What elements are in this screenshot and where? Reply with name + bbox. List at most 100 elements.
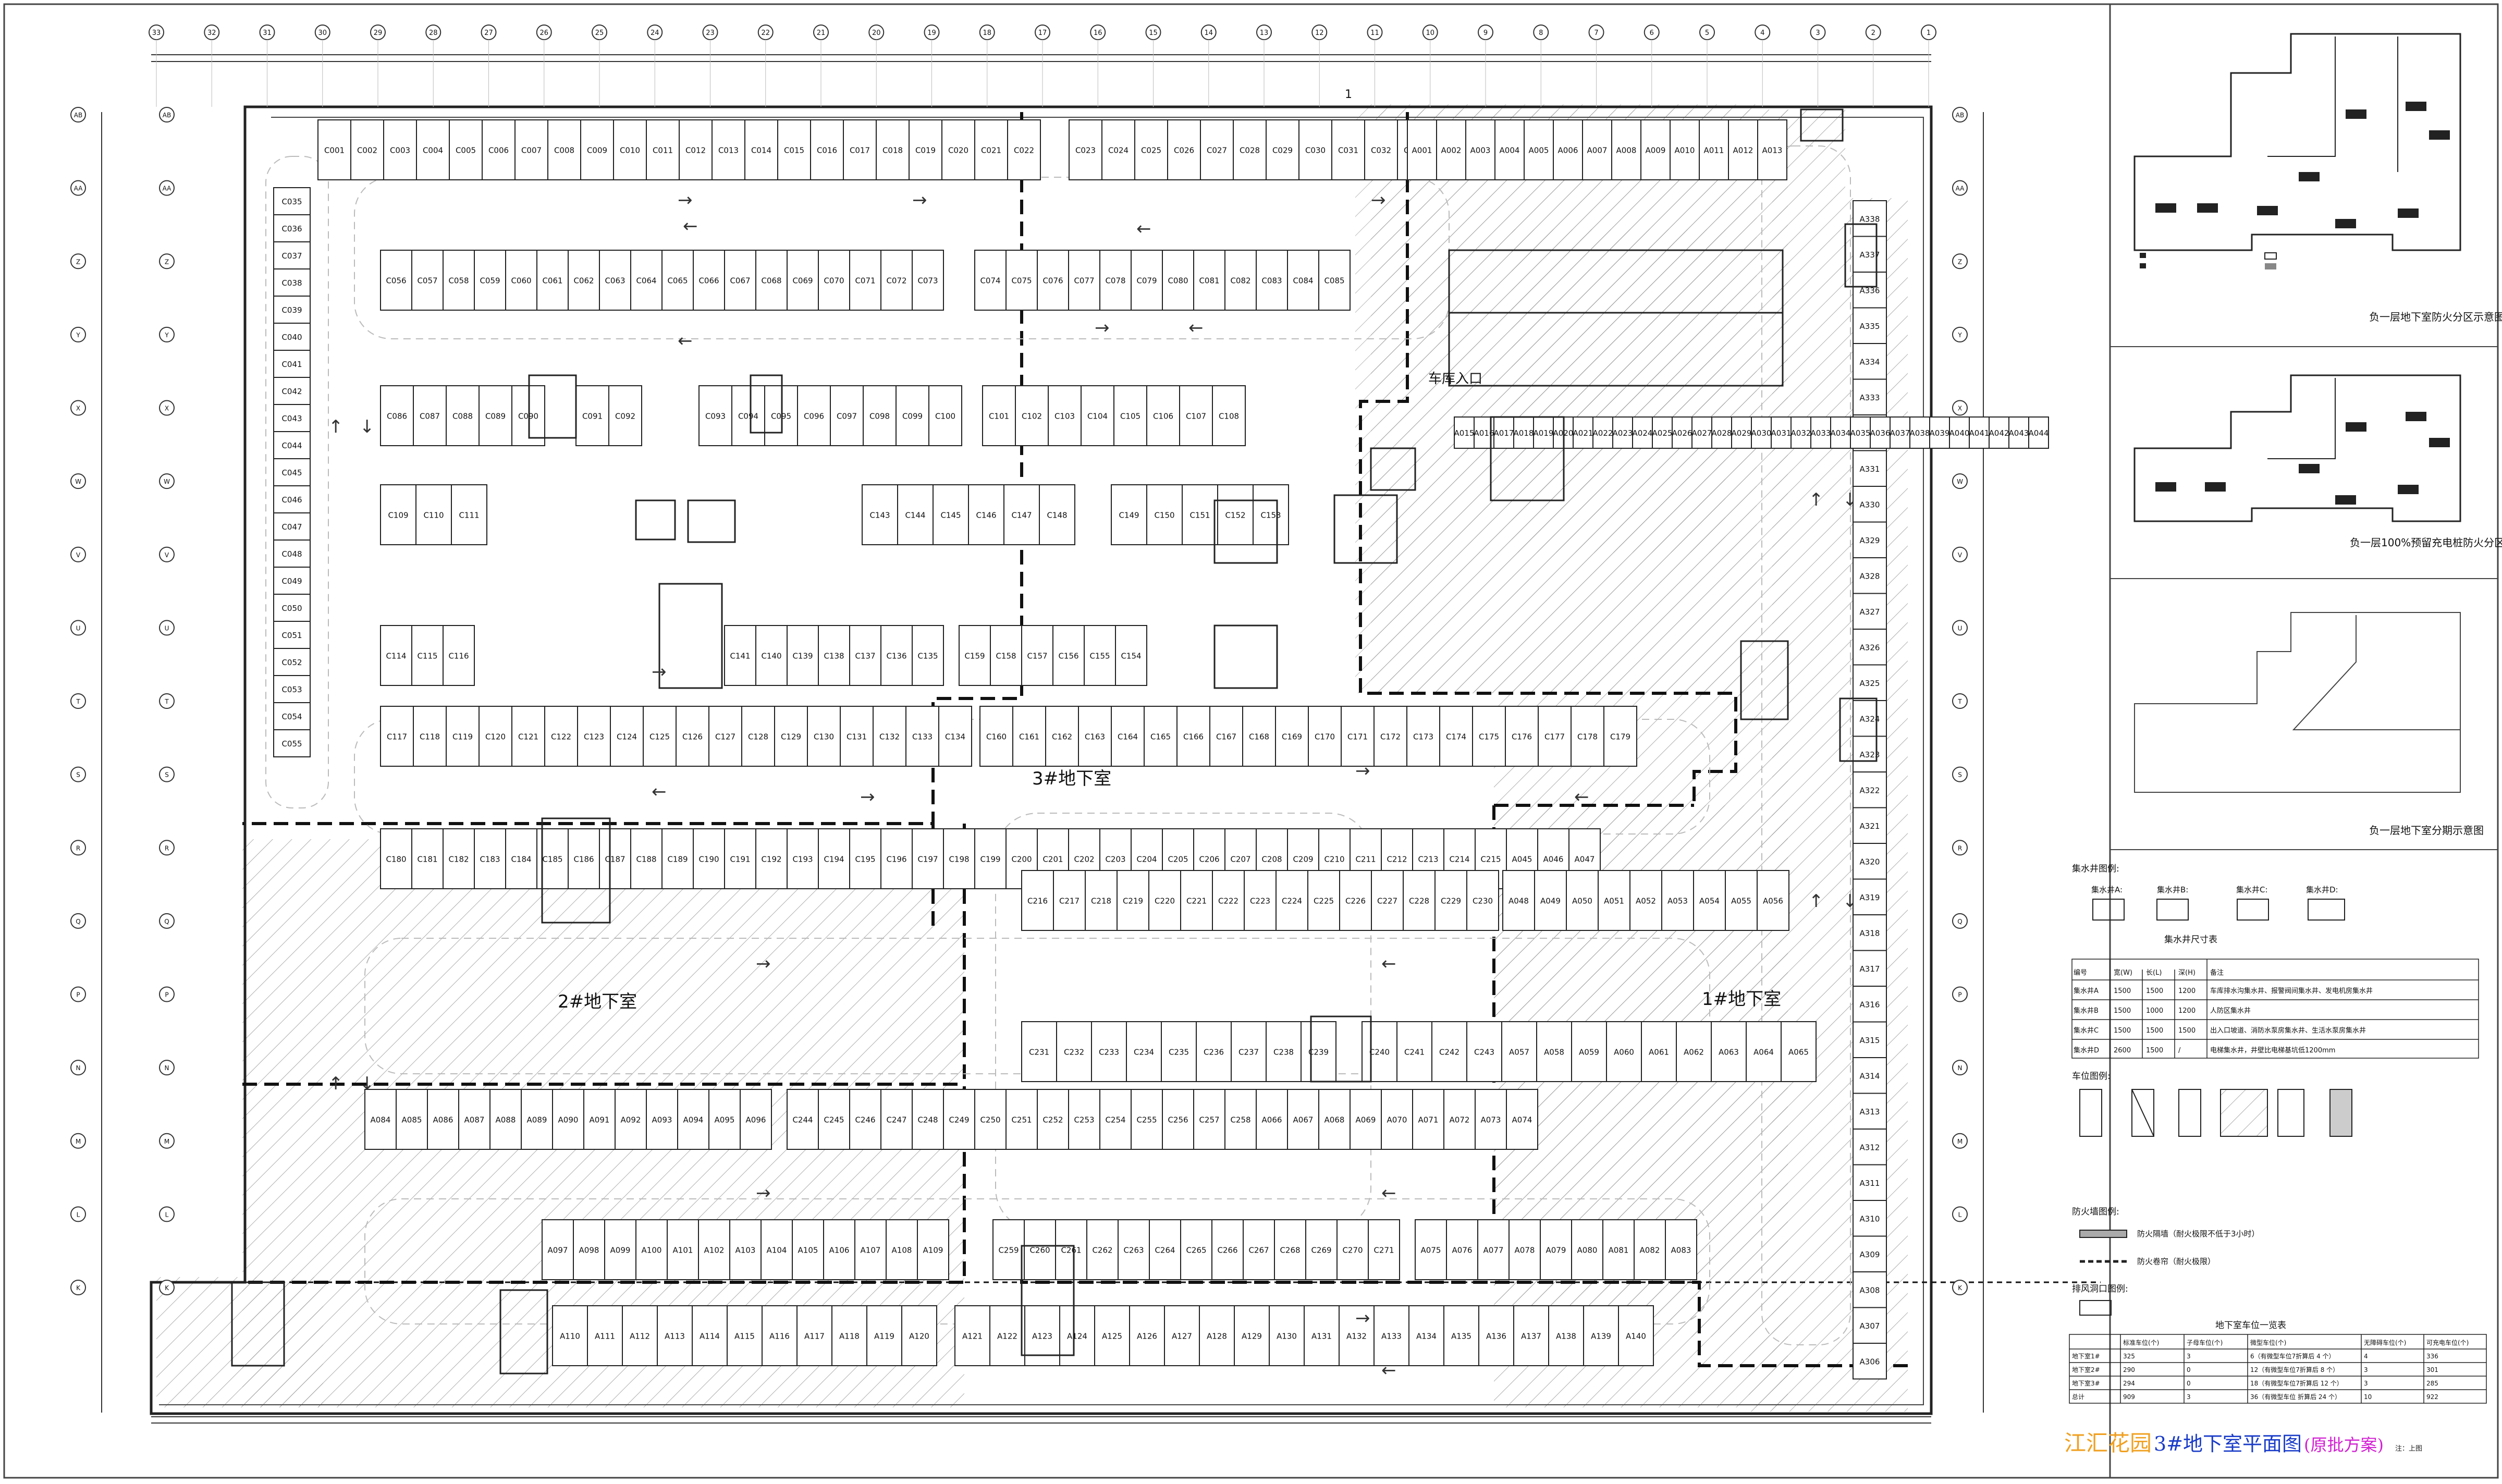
- parking-stall: C121: [511, 706, 545, 767]
- parking-stall: A111: [587, 1305, 623, 1366]
- traffic-arrows: →←→←→←→←→←→→←→←→←→←↑↓↑↓↑↓↑↓: [328, 190, 1858, 1381]
- parking-stall: A035: [1850, 416, 1871, 449]
- parking-stall: C108: [1212, 385, 1246, 446]
- stall-label: C124: [617, 732, 637, 742]
- stall-label: C200: [1011, 855, 1032, 864]
- stall-label: C087: [420, 412, 440, 421]
- stall-label: C250: [980, 1115, 1000, 1125]
- parking-stall: A062: [1676, 1021, 1712, 1082]
- stall-label: C225: [1314, 897, 1334, 906]
- axis-bubble: [70, 107, 86, 122]
- parking-stall: C097: [830, 385, 864, 446]
- axis-label: N: [165, 1064, 169, 1072]
- table-cell: 3: [2364, 1366, 2368, 1373]
- stall-label: A089: [527, 1115, 547, 1125]
- stall-label: A104: [767, 1246, 787, 1255]
- axis-bubble: [70, 766, 86, 782]
- stall-label: A122: [997, 1332, 1017, 1341]
- stall-label: C037: [281, 251, 302, 261]
- stall-label: C168: [1249, 732, 1269, 742]
- parking-stall: A135: [1443, 1305, 1479, 1366]
- stall-label: C046: [281, 495, 302, 505]
- stall-label: A114: [700, 1332, 720, 1341]
- parking-stall: A023: [1612, 416, 1633, 449]
- stall-label: C186: [573, 855, 594, 864]
- axis-bubble: [1952, 913, 1968, 929]
- parking-stall: C063: [599, 250, 631, 311]
- stall-label: C044: [281, 441, 302, 450]
- stall-label: C039: [281, 305, 302, 315]
- parking-stall: C027: [1200, 119, 1234, 180]
- stall-label: A013: [1762, 146, 1783, 155]
- parking-stall: A091: [583, 1089, 616, 1150]
- stall-label: C197: [917, 855, 938, 864]
- stall-label: A107: [861, 1246, 881, 1255]
- traffic-arrow: ←: [1381, 953, 1396, 974]
- stall-label: A118: [839, 1332, 860, 1341]
- parking-stall: A006: [1553, 119, 1583, 180]
- axis-label: 29: [374, 29, 383, 37]
- stall-label: A130: [1277, 1332, 1297, 1341]
- table-cell: 18（有微型车位7折算后 12 个）: [2250, 1379, 2343, 1387]
- stall-label: C163: [1085, 732, 1105, 742]
- stall-label: C196: [886, 855, 906, 864]
- parking-stall: C152: [1217, 484, 1254, 545]
- axis-bubble: [1952, 766, 1968, 782]
- table-cell: 325: [2123, 1353, 2135, 1360]
- parking-stall: C086: [380, 385, 414, 446]
- stall-label: A097: [548, 1246, 568, 1255]
- stall-label: C063: [605, 276, 625, 286]
- stall-label: A075: [1421, 1246, 1441, 1255]
- stall-label: C263: [1123, 1246, 1144, 1255]
- parking-stall: C081: [1193, 250, 1225, 311]
- axis-bubble: [1952, 1060, 1968, 1076]
- parking-stall: C230: [1466, 870, 1499, 931]
- stall-label: C228: [1409, 897, 1429, 906]
- stall-label: C249: [949, 1115, 969, 1125]
- parking-stall: C125: [643, 706, 677, 767]
- axis-bubble: [159, 986, 175, 1002]
- legend: 集水井图例: 集水井A: 集水井B: 集水井C: 集水井D: 集水井尺寸表 编号…: [2069, 864, 2487, 1404]
- axis-label: W: [75, 478, 81, 485]
- stall-label: A308: [1860, 1285, 1880, 1295]
- stall-label: C056: [386, 276, 406, 286]
- stall-label: C099: [902, 412, 923, 421]
- parking-stall: A015: [1454, 416, 1475, 449]
- parking-stall: C232: [1056, 1021, 1092, 1082]
- stall-label: A033: [1811, 428, 1831, 438]
- parking-stall: C242: [1431, 1021, 1467, 1082]
- parking-stall: C006: [482, 119, 516, 180]
- axis-bubble: [1952, 693, 1968, 709]
- stall-label: C151: [1189, 511, 1210, 520]
- stall-label: C065: [667, 276, 688, 286]
- parking-stall: C138: [818, 625, 850, 686]
- table-cell: 3: [2187, 1353, 2191, 1360]
- axis-label: AA: [1956, 185, 1965, 192]
- stall-label: A011: [1704, 146, 1724, 155]
- stall-label: A061: [1649, 1048, 1669, 1057]
- axis-bubble: [159, 400, 175, 416]
- stall-label: A007: [1587, 146, 1608, 155]
- stall-label: C126: [682, 732, 703, 742]
- stall-label: A003: [1470, 146, 1491, 155]
- parking-stall: C040: [273, 323, 311, 351]
- parking-stall: C150: [1146, 484, 1183, 545]
- stall-label: C135: [917, 652, 938, 661]
- stall-label: C170: [1315, 732, 1335, 742]
- parking-stall: C032: [1364, 119, 1398, 180]
- parking-stall: C102: [1015, 385, 1049, 446]
- table-cell: 1500: [2146, 1027, 2163, 1035]
- stall-label: A313: [1860, 1107, 1880, 1117]
- axis-label: S: [76, 771, 80, 779]
- stall-label: C067: [730, 276, 750, 286]
- table-cell: 4: [2364, 1353, 2368, 1360]
- parking-stall: C048: [273, 539, 311, 568]
- stall-label: C003: [390, 146, 410, 155]
- traffic-arrow: ←: [678, 330, 693, 351]
- stall-label: A319: [1860, 893, 1880, 902]
- axis-label: R: [1958, 844, 1962, 852]
- stall-label: C207: [1230, 855, 1250, 864]
- stall-label: A327: [1860, 607, 1880, 617]
- parking-stall: A022: [1592, 416, 1613, 449]
